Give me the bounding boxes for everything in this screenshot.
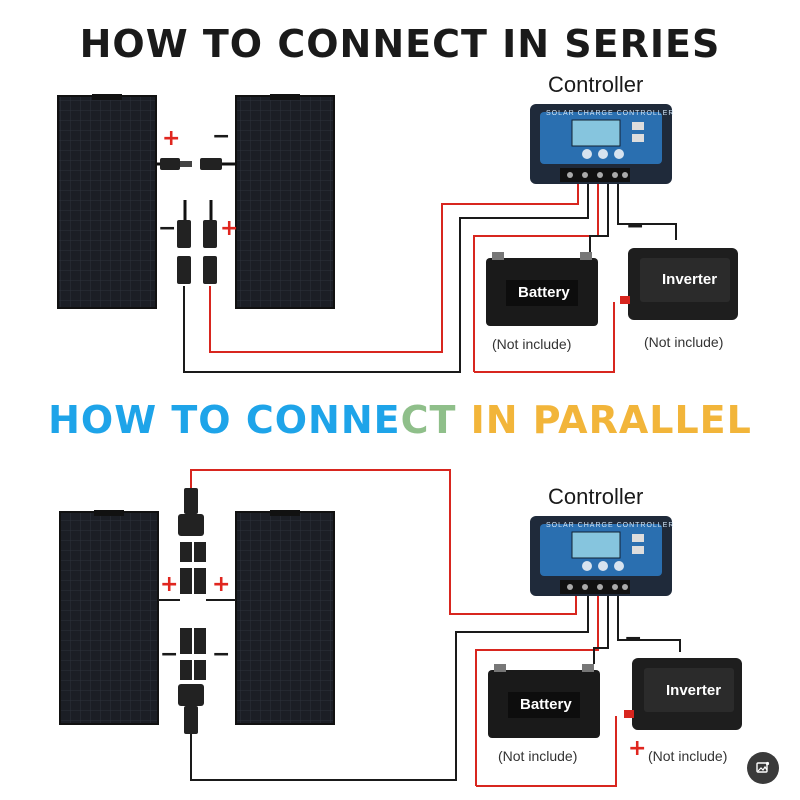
parallel-inverter-note: (Not include) — [648, 748, 728, 764]
parallel-inverter-label: Inverter — [666, 682, 722, 699]
series-top-plus-sign: + — [162, 126, 181, 151]
parallel-battery — [488, 664, 600, 738]
image-search-icon[interactable] — [747, 752, 779, 784]
parallel-right-plus-sign: + — [212, 572, 231, 597]
parallel-bottom-branch-connector — [178, 628, 206, 734]
series-inverter-minus-sign: − — [626, 214, 645, 239]
parallel-left-plus-sign: + — [160, 572, 179, 597]
parallel-controller-brand: SOLAR CHARGE CONTROLLER — [546, 522, 675, 529]
series-inverter-label: Inverter — [662, 271, 718, 288]
parallel-controller — [530, 516, 672, 596]
parallel-title-part-yellow: IN PARALLEL — [470, 398, 752, 442]
series-battery-note: (Not include) — [492, 336, 572, 352]
series-solar-panel-right — [235, 94, 335, 309]
parallel-wires — [158, 469, 681, 787]
parallel-top-branch-connector — [178, 488, 206, 594]
parallel-solar-panel-left — [59, 510, 159, 725]
parallel-solar-panel-right — [235, 510, 335, 725]
series-bottom-connectors — [177, 200, 217, 284]
series-wires — [183, 180, 677, 373]
series-battery-label: Battery — [518, 284, 570, 301]
parallel-battery-note: (Not include) — [498, 748, 578, 764]
series-title: HOW TO CONNECT IN SERIES — [79, 22, 721, 66]
parallel-inverter-plus-sign: + — [628, 736, 647, 761]
series-inverter-note: (Not include) — [644, 334, 724, 350]
parallel-title-part-mid: CT — [400, 398, 471, 442]
parallel-battery-label: Battery — [520, 696, 572, 713]
series-bottom-plus-sign: + — [220, 216, 239, 241]
series-top-connector — [156, 158, 236, 170]
series-bottom-minus-sign: − — [158, 216, 177, 241]
series-controller-label: Controller — [548, 72, 644, 97]
parallel-right-minus-sign: − — [212, 642, 231, 667]
parallel-inverter-minus-sign: − — [624, 626, 643, 651]
parallel-title: HOW TO CONNECT IN PARALLEL — [0, 398, 800, 442]
series-controller-brand: SOLAR CHARGE CONTROLLER — [546, 110, 675, 117]
image-search-glyph — [756, 761, 770, 773]
parallel-controller-label: Controller — [548, 484, 644, 509]
series-battery — [486, 252, 598, 326]
series-controller — [530, 104, 672, 184]
series-solar-panel-left — [57, 94, 157, 309]
parallel-left-minus-sign: − — [160, 642, 179, 667]
series-top-minus-sign: − — [212, 124, 231, 149]
parallel-title-part-blue: HOW TO CONNE — [48, 398, 401, 442]
series-inverter — [620, 248, 738, 320]
parallel-inverter — [624, 658, 742, 730]
